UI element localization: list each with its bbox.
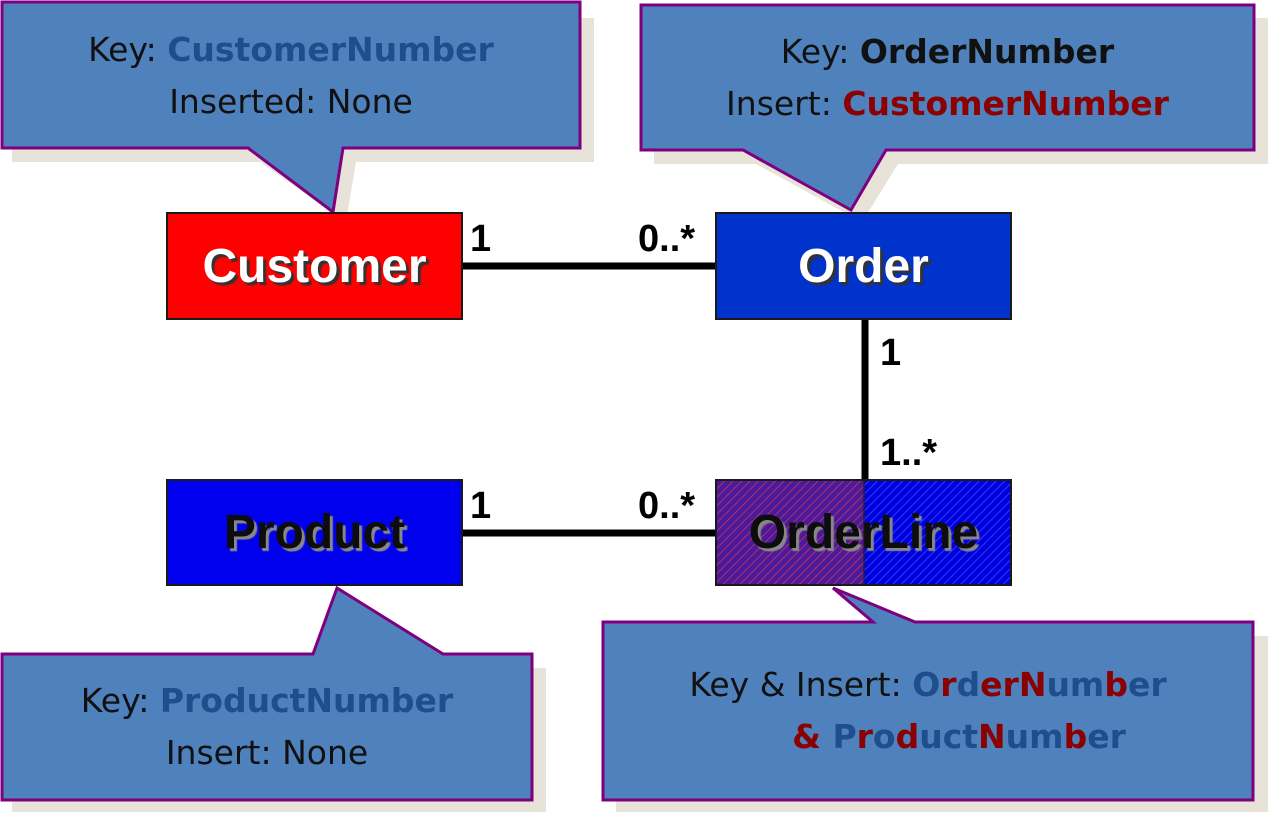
orderline-right-fill [864,480,1011,585]
multiplicity-order-0-many: 0..* [638,218,696,260]
order-key-value: OrderNumber [859,32,1115,71]
customer-key-value: CustomerNumber [167,30,494,69]
orderline-left-fill [716,480,864,585]
order-entity[interactable]: Order [715,212,1012,320]
customer-callout-text: Key: CustomerNumber Inserted: None [2,24,580,128]
orderline-key-value-line1: OrderNumber [912,665,1166,704]
orderline-key-line: Key & Insert: OrderNumber [603,659,1253,711]
order-insert-value: CustomerNumber [842,84,1169,123]
customer-insert-value: None [326,82,413,121]
product-key-line: Key: ProductNumber [2,675,532,727]
orderline-key-value-line2: & ProductNumber [792,717,1126,756]
customer-insert-label: Inserted: [169,82,327,121]
orderline-line1-segment: N [1018,665,1047,704]
orderline-line2-segment: o [872,717,896,756]
order-key-label: Key: [780,32,860,71]
order-insert-line: Insert: CustomerNumber [641,78,1254,130]
orderline-line2-segment: d [895,717,920,756]
product-insert-line: Insert: None [2,727,532,779]
product-insert-value: None [282,733,369,772]
orderline-key-label: Key & Insert: [689,665,913,704]
product-callout-text: Key: ProductNumber Insert: None [2,675,532,779]
order-callout-text: Key: OrderNumber Insert: CustomerNumber [641,26,1254,130]
orderline-entity-label: OrderLine [748,506,979,559]
orderline-line2-segment: er [1087,717,1126,756]
orderline-line1-segment: d [956,665,981,704]
orderline-line1-segment: b [1104,665,1128,704]
orderline-line1-segment: r [940,665,957,704]
orderline-line1-segment: er [1127,665,1167,704]
multiplicity-orderline-1-many: 1..* [880,432,938,474]
orderline-line2-segment: um [1005,717,1064,756]
order-insert-label: Insert: [726,84,843,123]
customer-callout [0,0,582,215]
orderline-line2-segment: r [856,717,873,756]
orderline-key-line2: & ProductNumber [603,711,1253,763]
multiplicity-order-1: 1 [880,332,902,374]
product-key-label: Key: [80,681,160,720]
orderline-line1-segment: er [980,665,1019,704]
multiplicity-customer-1: 1 [470,218,492,260]
customer-entity[interactable]: Customer [166,212,463,320]
customer-insert-line: Inserted: None [2,76,580,128]
order-callout [639,3,1256,213]
orderline-line2-segment: & [792,717,833,756]
orderline-callout-text: Key & Insert: OrderNumber & ProductNumbe… [603,659,1253,763]
product-entity[interactable]: Product [166,479,463,586]
multiplicity-product-1: 1 [470,485,492,527]
customer-entity-label: Customer [202,239,427,293]
orderline-line2-segment: P [832,717,857,756]
orderline-line2-segment: N [978,717,1006,756]
orderline-entity[interactable]: OrderLine [715,479,1012,586]
product-key-value: ProductNumber [159,681,454,720]
multiplicity-orderline-0-many: 0..* [638,485,696,527]
orderline-line1-segment: um [1046,665,1105,704]
orderline-line2-segment: b [1063,717,1088,756]
order-key-line: Key: OrderNumber [641,26,1254,78]
product-insert-label: Insert: [165,733,283,772]
product-entity-label: Product [223,506,406,559]
customer-key-label: Key: [88,30,168,69]
orderline-line2-segment: uct [919,717,979,756]
orderline-line1-segment: O [912,665,941,704]
product-callout [0,585,534,802]
order-entity-label: Order [798,239,929,293]
orderline-callout [601,586,1255,802]
customer-key-line: Key: CustomerNumber [2,24,580,76]
